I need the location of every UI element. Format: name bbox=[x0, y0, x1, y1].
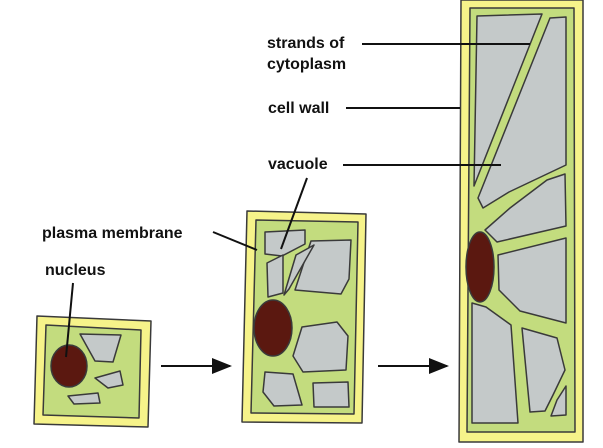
vacuole bbox=[292, 321, 349, 373]
medium-cell bbox=[241, 210, 367, 424]
vacuole bbox=[497, 237, 567, 324]
nucleus bbox=[465, 231, 495, 303]
label-strands-line1: strands of bbox=[267, 35, 345, 52]
vacuole bbox=[473, 13, 543, 187]
vacuole bbox=[94, 370, 124, 389]
vacuole bbox=[79, 333, 122, 363]
vacuole bbox=[264, 229, 306, 257]
label-plasma-membrane: plasma membrane bbox=[42, 225, 258, 251]
vacuole bbox=[67, 392, 101, 405]
leader-line-nucleus bbox=[65, 282, 74, 358]
leader-line-plasma-membrane bbox=[212, 231, 258, 251]
label-cell-wall: cell wall bbox=[268, 100, 460, 117]
label-strands-of-cytoplasm: strands of cytoplasm bbox=[267, 35, 530, 73]
label-nucleus: nucleus bbox=[45, 262, 106, 358]
vacuole bbox=[484, 173, 567, 243]
elongated-cell bbox=[458, 0, 584, 443]
leader-line-vacuole-2 bbox=[280, 177, 308, 250]
vacuole bbox=[550, 385, 567, 417]
vacuole bbox=[283, 244, 315, 296]
label-cell-wall-text: cell wall bbox=[268, 100, 329, 117]
small-cell bbox=[33, 315, 152, 428]
nucleus bbox=[50, 344, 88, 388]
label-vacuole: vacuole bbox=[268, 156, 501, 250]
vacuole bbox=[477, 16, 567, 209]
nucleus bbox=[253, 299, 293, 357]
vacuole bbox=[312, 381, 350, 408]
label-vacuole-text: vacuole bbox=[268, 156, 328, 173]
label-strands-line2: cytoplasm bbox=[267, 56, 346, 73]
vacuole bbox=[262, 371, 303, 407]
vacuole bbox=[266, 254, 284, 298]
vacuole bbox=[521, 327, 566, 413]
label-nucleus-text: nucleus bbox=[45, 262, 106, 279]
label-plasma-membrane-text: plasma membrane bbox=[42, 225, 183, 242]
vacuole bbox=[471, 302, 519, 424]
